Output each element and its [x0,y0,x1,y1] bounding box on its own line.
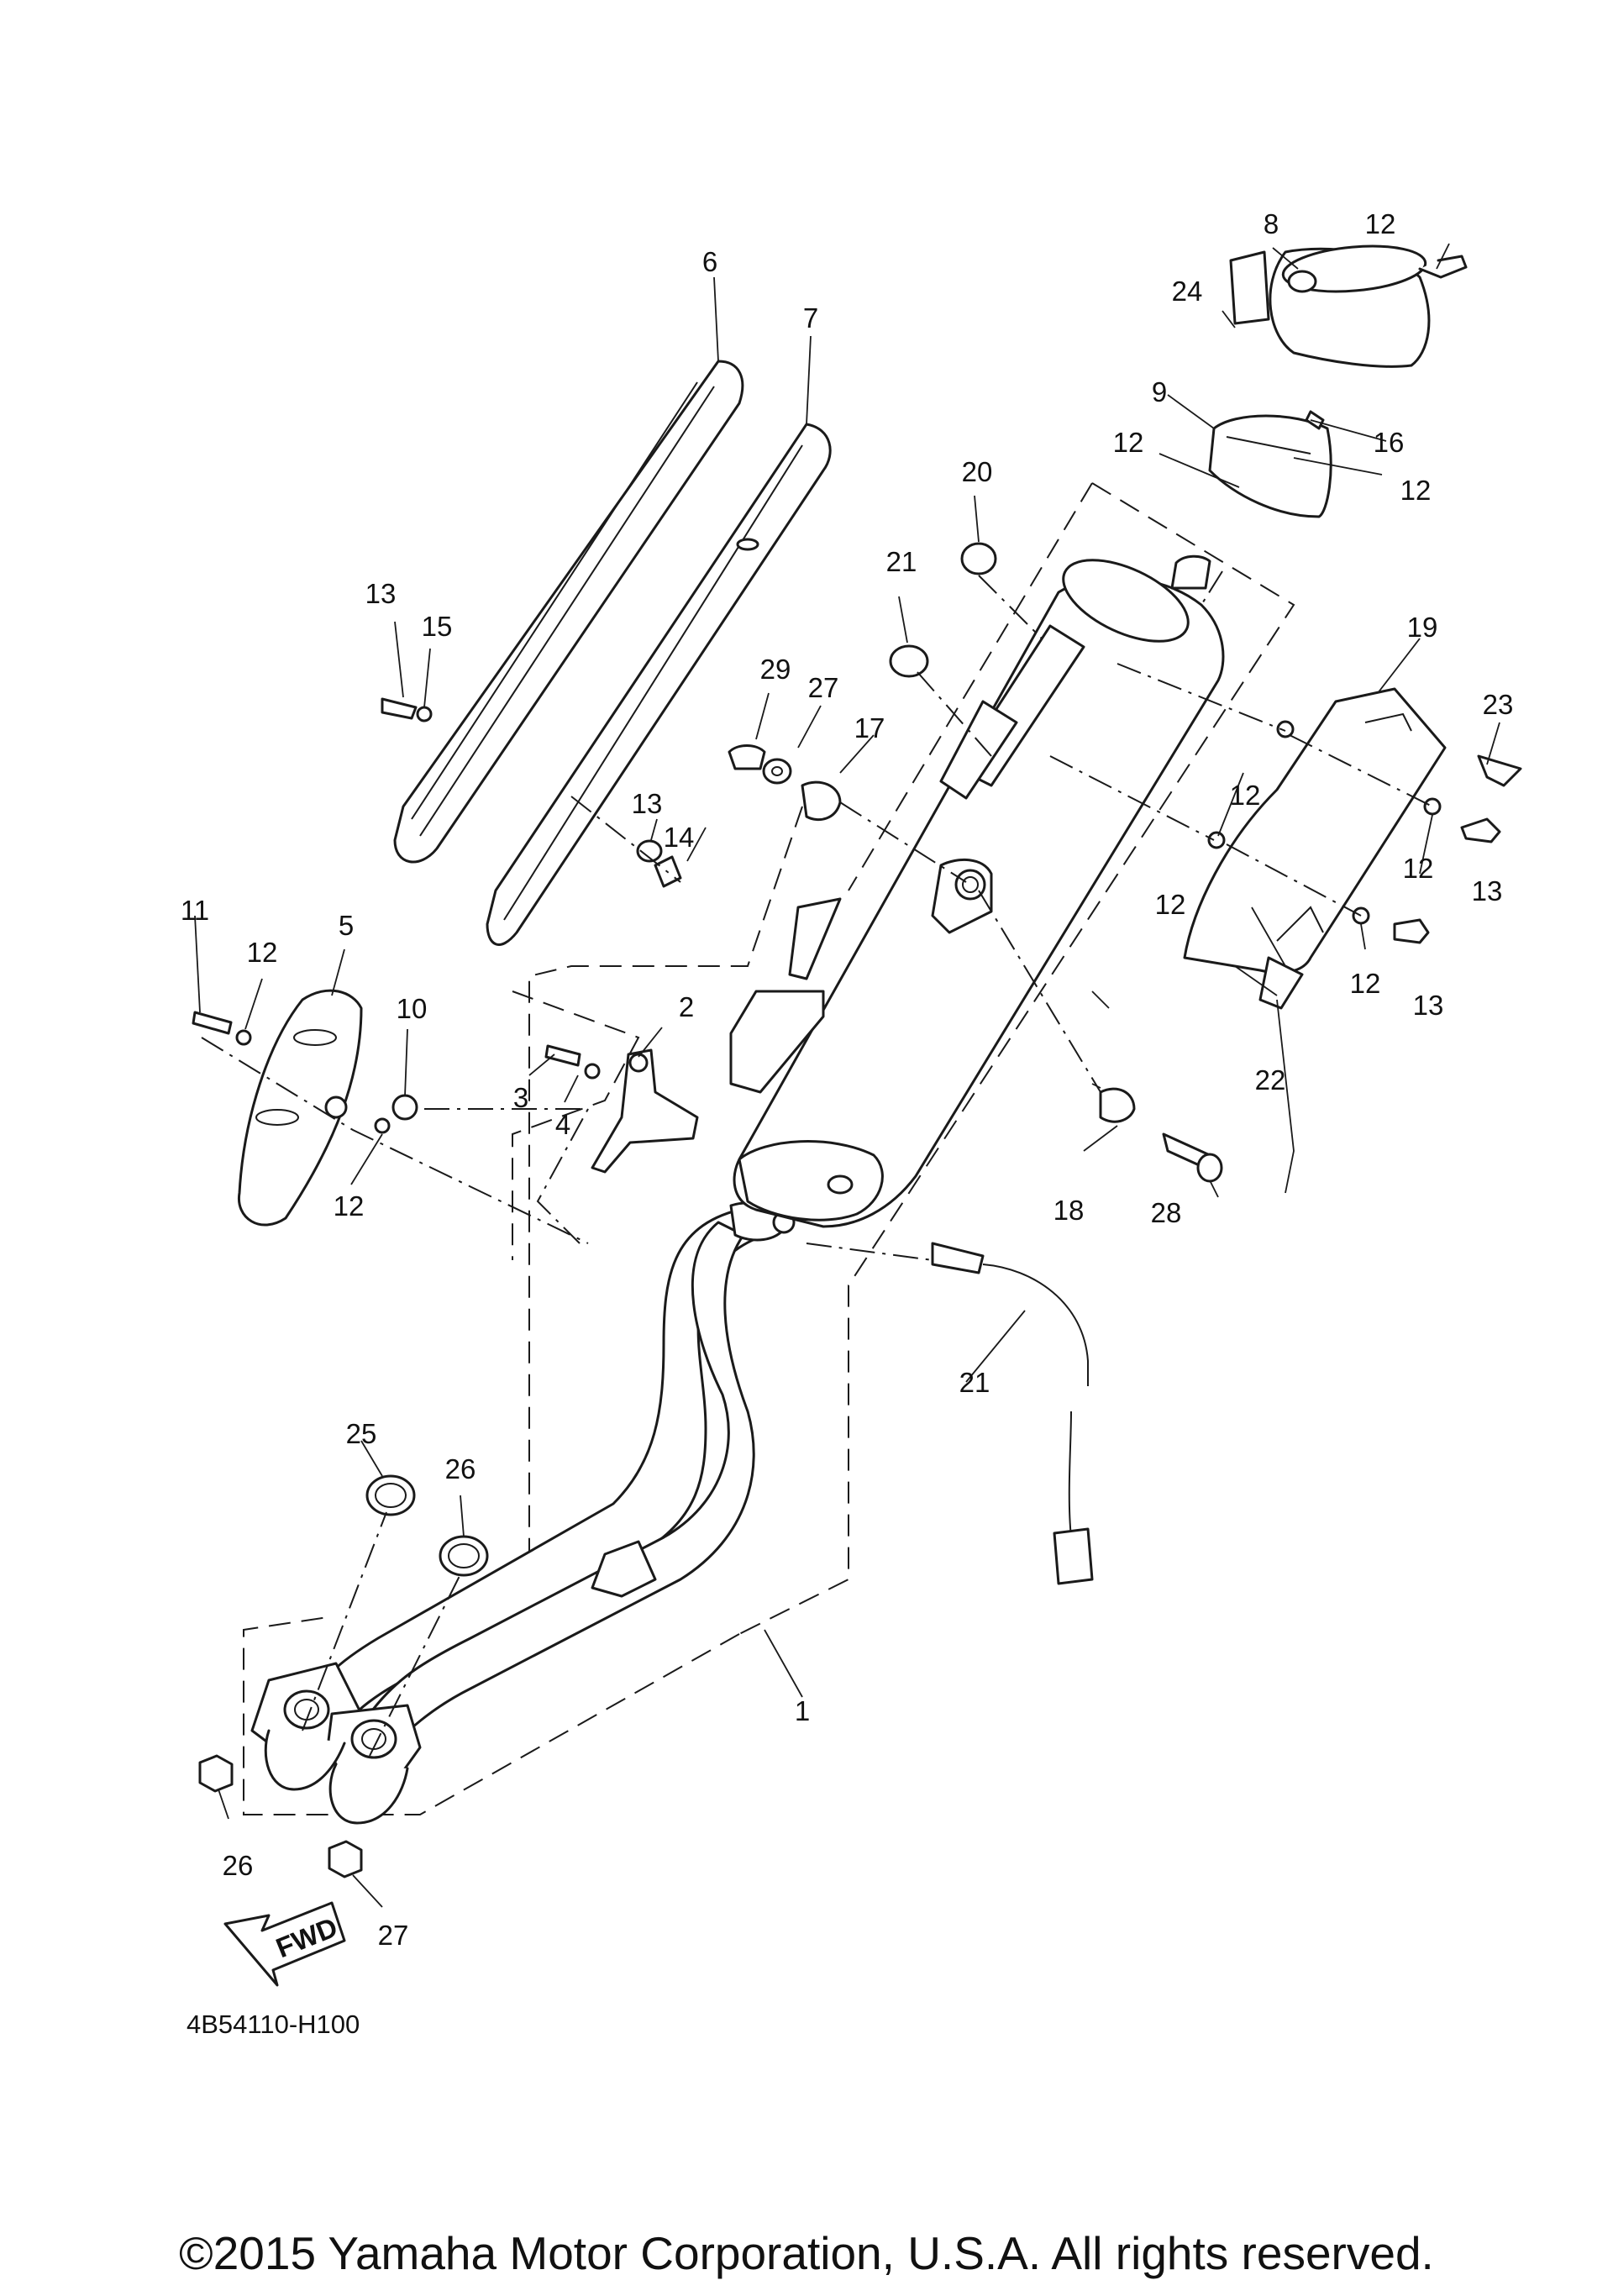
bracket-2 [591,1048,699,1174]
leader-lines [194,243,1500,1908]
callout-label: 12 [1403,853,1434,884]
callout-label: 17 [854,712,885,743]
callout-label: 3 [513,1082,528,1113]
callout-label: 25 [346,1418,377,1449]
callout-label: 24 [1172,276,1203,307]
callout-label: 10 [397,993,428,1024]
callout-label: 15 [422,611,453,642]
nuts-27 [198,1754,363,1878]
diagram-code: 4B54110-H100 [187,2010,360,2039]
callout-label: 4 [555,1109,570,1140]
fwd-arrow-icon: FWD [223,1901,346,1987]
fasteners [192,250,1522,1183]
callout-label: 12 [1155,889,1186,920]
callout-label: 13 [1472,875,1503,906]
callout-label: 9 [1152,376,1167,407]
callout-label: 12 [247,937,278,968]
o2-sensor-22 [931,1242,1094,1585]
callout-label: 13 [1413,990,1444,1021]
callout-label: 8 [1264,208,1279,239]
callout-label: 12 [1230,780,1261,811]
callout-label: 19 [1407,612,1438,643]
callout-label: 29 [760,654,791,685]
muffler-protector-20 [1183,687,1447,975]
callout-label: 16 [1374,427,1405,458]
callout-label: 26 [445,1453,476,1484]
end-cap-plate-9 [1208,414,1332,518]
callout-label: 18 [1053,1195,1085,1226]
callout-label: 5 [339,910,354,941]
callout-labels: 1 2 3 4 5 6 7 8 9 10 11 12 12 12 12 12 1… [181,208,1513,1951]
callout-label: 13 [365,578,397,609]
callout-label: 12 [1113,427,1144,458]
muffler-body [729,554,1225,1228]
callout-label: 28 [1151,1197,1182,1228]
callout-label: 14 [664,822,695,853]
callout-label: 20 [962,456,993,487]
end-cap-8 [1269,244,1431,368]
callout-label: 6 [702,246,717,277]
callout-label: 27 [808,672,839,703]
callout-label: 21 [886,546,917,577]
callout-label: 2 [679,991,694,1022]
copyright-notice: ©2015 Yamaha Motor Corporation, U.S.A. A… [179,2227,1434,2279]
callout-label: 22 [1255,1064,1286,1095]
callout-label: 23 [1483,689,1514,720]
heat-protectors [393,360,832,946]
protector-5 [237,989,363,1227]
callout-label: 27 [378,1920,409,1951]
gaskets-26 [365,1474,489,1577]
callout-label: 21 [959,1367,990,1398]
callout-label: 12 [1400,475,1432,506]
exhaust-pipe [250,1201,796,1825]
callout-label: 1 [795,1695,810,1726]
callout-label: 12 [1350,968,1381,999]
callout-label: 12 [334,1190,365,1222]
assembly-dashed-outlines [243,482,1295,1815]
callout-label: 26 [223,1850,254,1881]
callout-label: 12 [1365,208,1396,239]
callout-label: 13 [632,788,663,819]
callout-label: 7 [803,302,818,334]
callout-label: 11 [181,895,209,926]
